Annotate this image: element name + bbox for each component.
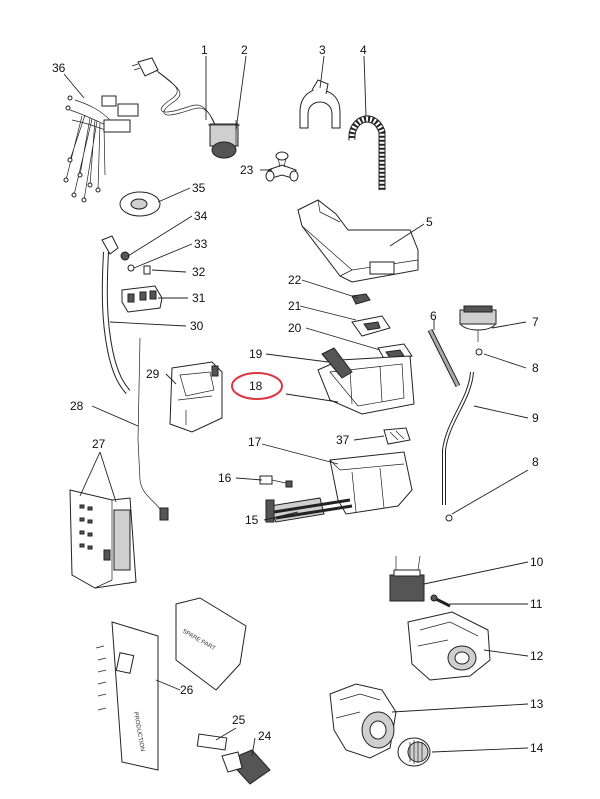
terminal-block-part [121, 285, 163, 313]
callout-4: 4 [360, 43, 367, 57]
callout-7: 7 [532, 315, 539, 329]
callout-37: 37 [336, 433, 350, 447]
pump-filter-part [397, 737, 431, 767]
callout-18: 18 [249, 379, 263, 393]
dispenser-drawer-parts [317, 343, 415, 415]
dispenser-insert-part [351, 315, 391, 337]
valve-coil-part [389, 555, 425, 602]
callout-6: 6 [430, 309, 437, 323]
callout-30: 30 [190, 319, 204, 333]
callout-35: 35 [192, 181, 206, 195]
callout-2: 2 [241, 43, 248, 57]
callout-10: 10 [530, 555, 544, 569]
callout-28: 28 [70, 399, 84, 413]
pressure-hose-part [442, 371, 474, 505]
pressure-switch-part [459, 305, 497, 342]
callout-labels: 1 2 3 4 5 6 7 8 8 9 10 11 12 13 14 15 16… [52, 43, 544, 755]
callout-25: 25 [232, 713, 246, 727]
dispenser-housing-cover-part [297, 199, 419, 283]
callout-32: 32 [192, 265, 206, 279]
o-ring-part [475, 348, 483, 356]
callout-9: 9 [532, 411, 539, 425]
callout-14: 14 [530, 741, 544, 755]
drain-hose-part [348, 115, 386, 190]
filter-module-part [221, 749, 271, 785]
tube-hose-part [101, 235, 131, 394]
door-lock-part [169, 361, 223, 433]
siphon-cap-part [351, 293, 371, 305]
callout-8-lower: 8 [532, 455, 539, 469]
ntc-sensor-part [259, 475, 293, 488]
grommet-part [119, 191, 161, 217]
y-connector-part [265, 151, 299, 182]
drain-pump-part [407, 611, 491, 681]
leader-lines [63, 55, 529, 757]
callout-24: 24 [258, 729, 272, 743]
heating-element-part [265, 497, 353, 523]
sensor-cable-part [137, 337, 169, 521]
power-cord-part [131, 57, 218, 129]
support-rod-part [427, 328, 461, 388]
callout-17: 17 [248, 435, 262, 449]
callout-3: 3 [319, 43, 326, 57]
seal-part [120, 251, 151, 275]
callout-23: 23 [240, 163, 254, 177]
wiring-harness-part [63, 95, 139, 203]
callout-5: 5 [426, 215, 433, 229]
callout-20: 20 [288, 321, 302, 335]
electronic-board-part [69, 489, 137, 589]
drawer-housing-part [329, 451, 413, 515]
callout-1: 1 [201, 43, 208, 57]
callout-26: 26 [180, 683, 194, 697]
interference-filter-part [208, 120, 240, 159]
callout-36: 36 [52, 61, 66, 75]
o-ring-lower-part [445, 514, 453, 522]
callout-19: 19 [249, 347, 263, 361]
callout-22: 22 [288, 273, 302, 287]
callout-11: 11 [530, 597, 543, 611]
document-sheets-part: SPARE PART PRODUCTION [95, 597, 247, 771]
small-bracket-part [383, 427, 411, 445]
callout-29: 29 [146, 367, 160, 381]
pump-assembly-part [329, 683, 397, 759]
screw-part [430, 594, 451, 608]
callout-15: 15 [245, 513, 259, 527]
callout-8-upper: 8 [532, 361, 539, 375]
highlight-ring-18 [231, 372, 283, 400]
callout-27: 27 [92, 437, 106, 451]
callout-12: 12 [530, 649, 544, 663]
callout-13: 13 [530, 697, 544, 711]
callout-21: 21 [288, 299, 302, 313]
callout-33: 33 [194, 237, 208, 251]
callout-34: 34 [194, 209, 208, 223]
callout-31: 31 [192, 291, 206, 305]
callout-16: 16 [218, 471, 232, 485]
hose-bracket-part [299, 79, 341, 129]
